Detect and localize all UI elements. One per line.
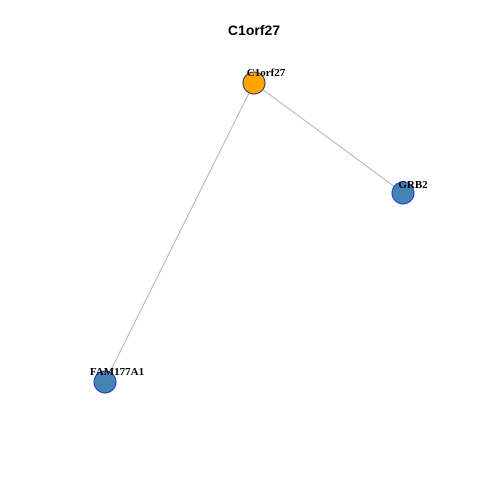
edge-C1orf27-GRB2 <box>253 82 404 194</box>
edges-layer <box>104 82 404 383</box>
node-circle-FAM177A1 <box>93 370 117 394</box>
node-label-C1orf27: C1orf27 <box>247 67 286 79</box>
node-circle-GRB2 <box>391 181 415 205</box>
node-label-FAM177A1: FAM177A1 <box>90 366 144 378</box>
node-FAM177A1: FAM177A1 <box>90 366 144 394</box>
edge-C1orf27-FAM177A1 <box>104 82 255 383</box>
node-C1orf27: C1orf27 <box>242 67 286 95</box>
node-GRB2: GRB2 <box>391 179 428 205</box>
node-label-GRB2: GRB2 <box>398 179 428 191</box>
node-circle-C1orf27 <box>242 71 266 95</box>
diagram-title: C1orf27 <box>228 22 280 38</box>
